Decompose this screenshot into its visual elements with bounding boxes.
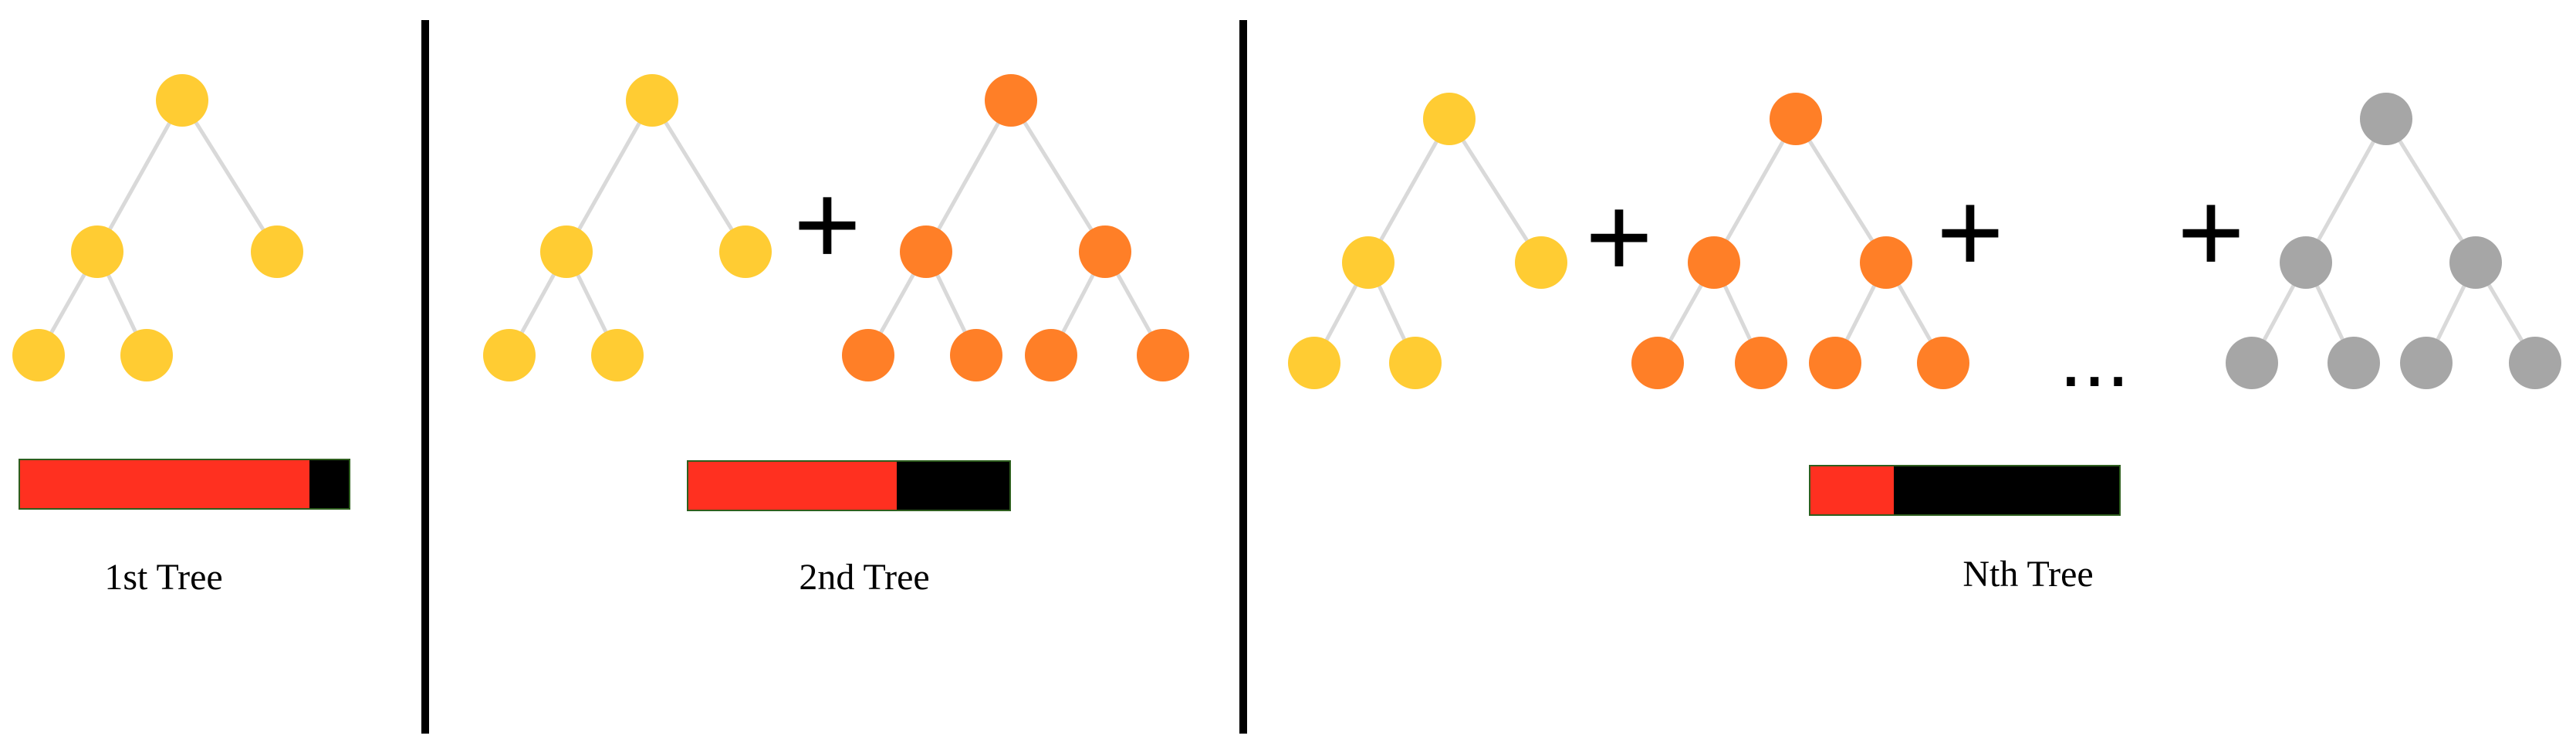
residual-bar-panel-3 (1809, 465, 2121, 516)
tree-root-node (985, 74, 1037, 127)
tree-node (1515, 236, 1567, 289)
tree-tree2-panel-3 (1631, 93, 1969, 389)
plus-operator: + (2177, 167, 2245, 297)
tree-tree2-panel-2 (842, 74, 1189, 381)
tree-node (1342, 236, 1394, 289)
tree-leaf-node (1025, 329, 1077, 381)
tree-root-node (156, 74, 208, 127)
tree-leaf-node (483, 329, 536, 381)
tree-edge (924, 99, 1013, 253)
tree-edge (1009, 99, 1107, 253)
residual-error-fill (20, 460, 309, 508)
residual-bar-panel-2 (687, 460, 1011, 511)
residual-error-fill (1810, 466, 1894, 514)
plus-operator: + (1936, 167, 2004, 297)
tree-leaf-node (12, 329, 65, 381)
tree-tree1-panel-1 (12, 74, 303, 381)
tree-leaf-node (1288, 337, 1340, 389)
tree-leaf-node (1389, 337, 1442, 389)
tree-edge (95, 99, 184, 253)
tree-leaf-node (1735, 337, 1787, 389)
tree-root-node (1423, 93, 1476, 145)
tree-node (1860, 236, 1912, 289)
tree-edge (180, 99, 279, 253)
tree-node (2449, 236, 2502, 289)
tree-edge (1447, 117, 1543, 264)
tree-edge (2384, 117, 2478, 264)
tree-leaf-node (950, 329, 1002, 381)
ellipsis: ... (2059, 310, 2130, 405)
caption-panel-1: 1st Tree (104, 557, 223, 598)
tree-edge (1712, 117, 1798, 264)
tree-node (900, 225, 952, 278)
tree-leaf-node (2226, 337, 2278, 389)
tree-tree1-panel-3 (1288, 93, 1567, 389)
tree-leaf-node (1631, 337, 1684, 389)
tree-node (719, 225, 772, 278)
plus-operator: + (1585, 171, 1653, 301)
tree-leaf-node (591, 329, 644, 381)
residual-remaining (309, 460, 349, 508)
tree-treeN-panel-3 (2226, 93, 2561, 389)
tree-leaf-node (1917, 337, 1969, 389)
tree-leaf-node (1137, 329, 1189, 381)
residual-remaining (1894, 466, 2119, 514)
tree-tree1-panel-2 (483, 74, 772, 381)
tree-leaf-node (842, 329, 894, 381)
tree-root-node (626, 74, 678, 127)
tree-node (1079, 225, 1131, 278)
tree-edge (650, 99, 748, 253)
tree-leaf-node (2328, 337, 2380, 389)
caption-panel-3: Nth Tree (1962, 554, 2094, 595)
residual-error-fill (688, 462, 898, 510)
tree-node (540, 225, 593, 278)
tree-root-node (1770, 93, 1822, 145)
caption-panel-2: 2nd Tree (799, 557, 930, 598)
tree-leaf-node (1809, 337, 1861, 389)
tree-edge (564, 99, 654, 253)
residual-bar-panel-1 (19, 459, 350, 510)
tree-edge (1793, 117, 1888, 264)
tree-edge (2304, 117, 2388, 264)
residual-remaining (897, 462, 1009, 510)
tree-root-node (2360, 93, 2412, 145)
tree-node (71, 225, 123, 278)
tree-leaf-node (2509, 337, 2561, 389)
plus-operator: + (793, 159, 861, 289)
tree-leaf-node (120, 329, 173, 381)
tree-node (1688, 236, 1740, 289)
tree-node (251, 225, 303, 278)
tree-leaf-node (2400, 337, 2453, 389)
tree-edge (1366, 117, 1452, 264)
tree-node (2280, 236, 2332, 289)
